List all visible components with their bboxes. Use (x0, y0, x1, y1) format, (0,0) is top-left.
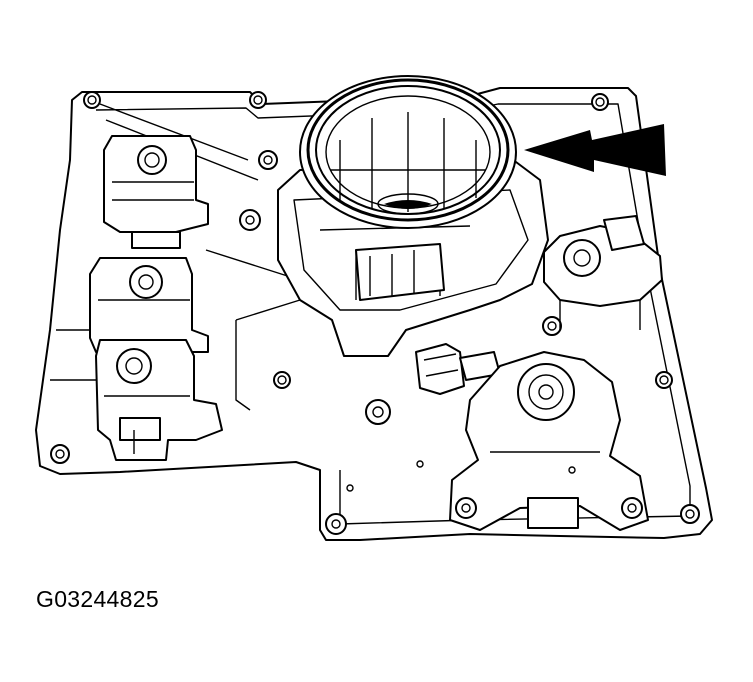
callout-arrow (524, 124, 666, 176)
solenoid-middle (89, 257, 209, 353)
electrical-connector (415, 343, 501, 395)
actuator-lower-right (449, 351, 649, 531)
seal-ring (299, 75, 517, 229)
valve-body-illustration (35, 75, 713, 541)
solenoid-upper (103, 135, 209, 249)
figure-id-label: G03244825 (36, 586, 159, 612)
solenoid-lower (95, 339, 223, 461)
actuator-upper-right (543, 215, 663, 330)
